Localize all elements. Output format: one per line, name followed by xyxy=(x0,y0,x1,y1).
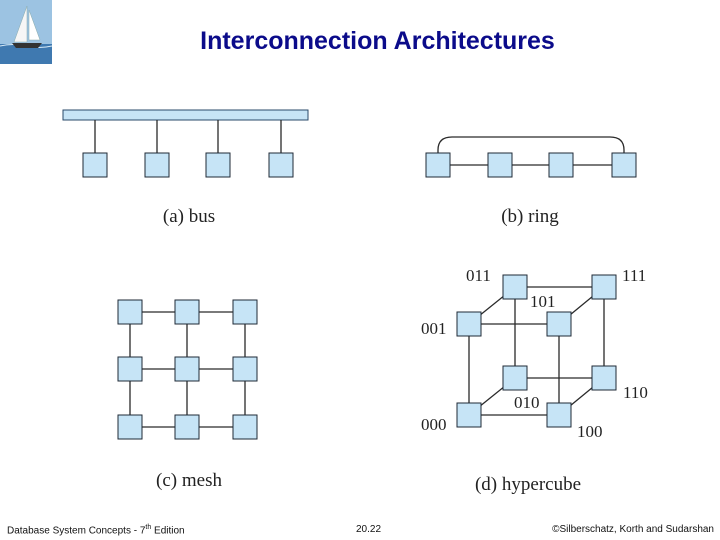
mesh-node xyxy=(174,414,200,440)
cube-label-111: 111 xyxy=(622,266,646,285)
bus-node xyxy=(205,152,231,178)
ring-node xyxy=(611,152,637,178)
footer-book-prefix: Database System Concepts - 7 xyxy=(7,525,146,537)
sailboat-logo-icon xyxy=(0,0,52,64)
hypercube-caption: (d) hypercube xyxy=(475,474,581,495)
bus-node xyxy=(144,152,170,178)
ring-diagram: (b) ring xyxy=(425,136,637,227)
cube-label-100: 100 xyxy=(577,422,603,441)
hypercube-diagram: 000 001 010 011 100 101 110 111 (d) hype… xyxy=(421,266,648,495)
mesh-node xyxy=(174,356,200,382)
cube-label-110: 110 xyxy=(623,383,648,402)
footer-book-title: Database System Concepts - 7th Edition xyxy=(7,524,185,536)
mesh-node xyxy=(117,299,143,325)
mesh-caption: (c) mesh xyxy=(156,470,222,491)
ring-node xyxy=(548,152,574,178)
cube-node-011 xyxy=(502,274,528,300)
cube-node-100 xyxy=(546,402,572,428)
mesh-node xyxy=(117,356,143,382)
cube-label-000: 000 xyxy=(421,415,447,434)
ring-node xyxy=(425,152,451,178)
footer-book-suffix: Edition xyxy=(151,525,185,537)
cube-node-110 xyxy=(591,365,617,391)
mesh-diagram: (c) mesh xyxy=(117,299,258,491)
cube-node-010 xyxy=(502,365,528,391)
footer-book-sup: th xyxy=(145,524,152,531)
bus-node xyxy=(268,152,294,178)
cube-label-010: 010 xyxy=(514,393,540,412)
ring-loop xyxy=(437,136,625,153)
footer-copyright: ©Silberschatz, Korth and Sudarshan xyxy=(552,524,714,535)
slide-title: Interconnection Architectures xyxy=(200,27,555,55)
cube-label-011: 011 xyxy=(466,266,491,285)
mesh-node xyxy=(232,356,258,382)
cube-node-111 xyxy=(591,274,617,300)
cube-node-101 xyxy=(546,311,572,337)
bus-bar xyxy=(62,109,309,121)
mesh-node xyxy=(117,414,143,440)
cube-node-001 xyxy=(456,311,482,337)
mesh-node xyxy=(232,414,258,440)
cube-label-101: 101 xyxy=(530,292,556,311)
ring-node xyxy=(487,152,513,178)
cube-label-001: 001 xyxy=(421,319,447,338)
cube-node-000 xyxy=(456,402,482,428)
footer-page-number: 20.22 xyxy=(356,524,382,535)
ring-caption: (b) ring xyxy=(501,206,559,227)
mesh-node xyxy=(232,299,258,325)
bus-node xyxy=(82,152,108,178)
mesh-node xyxy=(174,299,200,325)
bus-caption: (a) bus xyxy=(163,206,215,227)
bus-diagram: (a) bus xyxy=(62,109,309,227)
